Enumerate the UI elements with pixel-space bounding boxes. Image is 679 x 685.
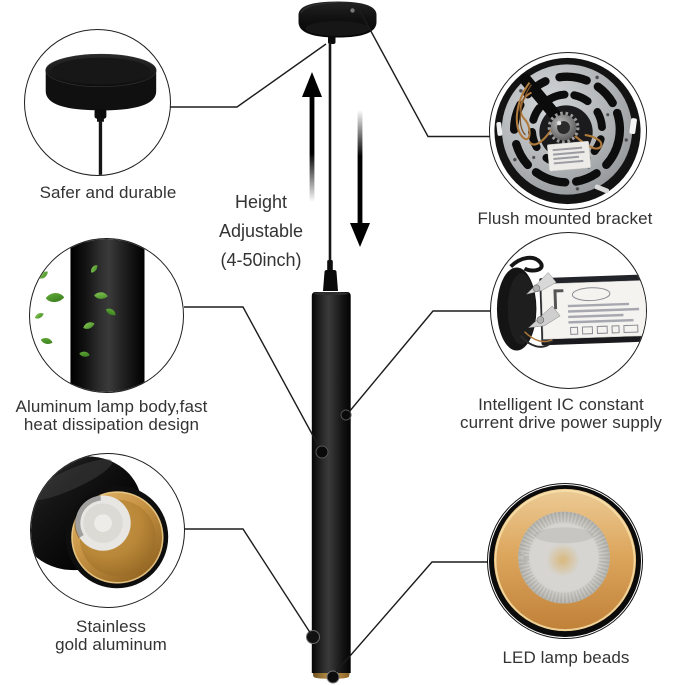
label-driver-line1: Intelligent IC constant xyxy=(478,395,644,414)
tube-hole-lower-left xyxy=(306,630,320,644)
pendant-tube xyxy=(306,292,352,684)
height-note-line2: Adjustable xyxy=(218,221,304,241)
label-led: LED lamp beads xyxy=(502,648,630,667)
spring-clips xyxy=(525,272,561,329)
up-arrow-icon xyxy=(302,72,322,202)
canopy-hole xyxy=(350,8,355,13)
warm-glow xyxy=(546,543,580,577)
leader-bracket xyxy=(359,10,490,138)
callout-photo-lamp-body xyxy=(29,238,184,393)
ribbed-diffuser xyxy=(518,511,610,604)
canopy-cord xyxy=(98,120,103,175)
height-note-line1: Height xyxy=(234,192,288,212)
driver-copper-wire xyxy=(524,331,553,343)
label-driver-line2: current drive power supply xyxy=(460,412,662,432)
label-bracket: Flush mounted bracket xyxy=(477,209,653,228)
label-lamp-body-line2: heat dissipation design xyxy=(23,414,200,434)
suspension-wire xyxy=(328,42,332,272)
bracket-hub xyxy=(547,111,580,144)
driver-spec-label xyxy=(553,287,640,335)
label-canopy: Safer and durable xyxy=(39,183,177,202)
callout-photo-bracket xyxy=(489,52,647,210)
height-note-line3: (4-50inch) xyxy=(220,250,302,270)
mounting-bar xyxy=(519,73,568,129)
tube-hole-bottom xyxy=(326,670,340,684)
leader-gold-ring xyxy=(184,528,312,635)
certification-marks xyxy=(570,324,639,335)
callout-photo-driver xyxy=(490,232,647,389)
tube-hole-upper-right xyxy=(340,409,352,421)
driver-detail-art xyxy=(496,255,646,351)
label-gold-ring: Stainless gold aluminum xyxy=(31,618,191,653)
label-lamp-body-line1: Aluminum lamp body,fast xyxy=(15,397,208,416)
leader-lines xyxy=(170,10,491,673)
bracket-spec-label xyxy=(547,140,591,172)
height-adjustable-note: Height Adjustable (4-50inch) xyxy=(186,188,336,275)
bracket-detail-art xyxy=(494,57,641,205)
wire-connector xyxy=(323,260,338,291)
label-gold-ring-line2: gold aluminum xyxy=(55,634,167,654)
led-detail-art xyxy=(488,484,642,638)
label-lamp-body: Aluminum lamp body,fast heat dissipation… xyxy=(1,398,222,433)
leader-lamp-body xyxy=(184,306,319,446)
led-lens xyxy=(74,494,132,552)
ceiling-canopy-photo xyxy=(298,1,377,44)
gold-ring-detail-art xyxy=(31,456,169,589)
callout-photo-led xyxy=(487,483,643,639)
label-driver: Intelligent IC constant current drive po… xyxy=(442,396,679,431)
driver-mount xyxy=(496,255,544,351)
canopy-detail-art xyxy=(45,53,157,175)
leader-driver xyxy=(348,310,491,413)
down-arrow-icon xyxy=(350,110,370,247)
callout-photo-gold-ring xyxy=(30,453,185,608)
lamp-body-detail-art xyxy=(34,239,145,392)
leader-canopy xyxy=(170,43,327,108)
label-gold-ring-line1: Stainless xyxy=(76,617,146,636)
leader-led xyxy=(335,561,488,673)
tube-hole-upper-left xyxy=(315,445,329,459)
callout-photo-canopy xyxy=(24,29,171,176)
